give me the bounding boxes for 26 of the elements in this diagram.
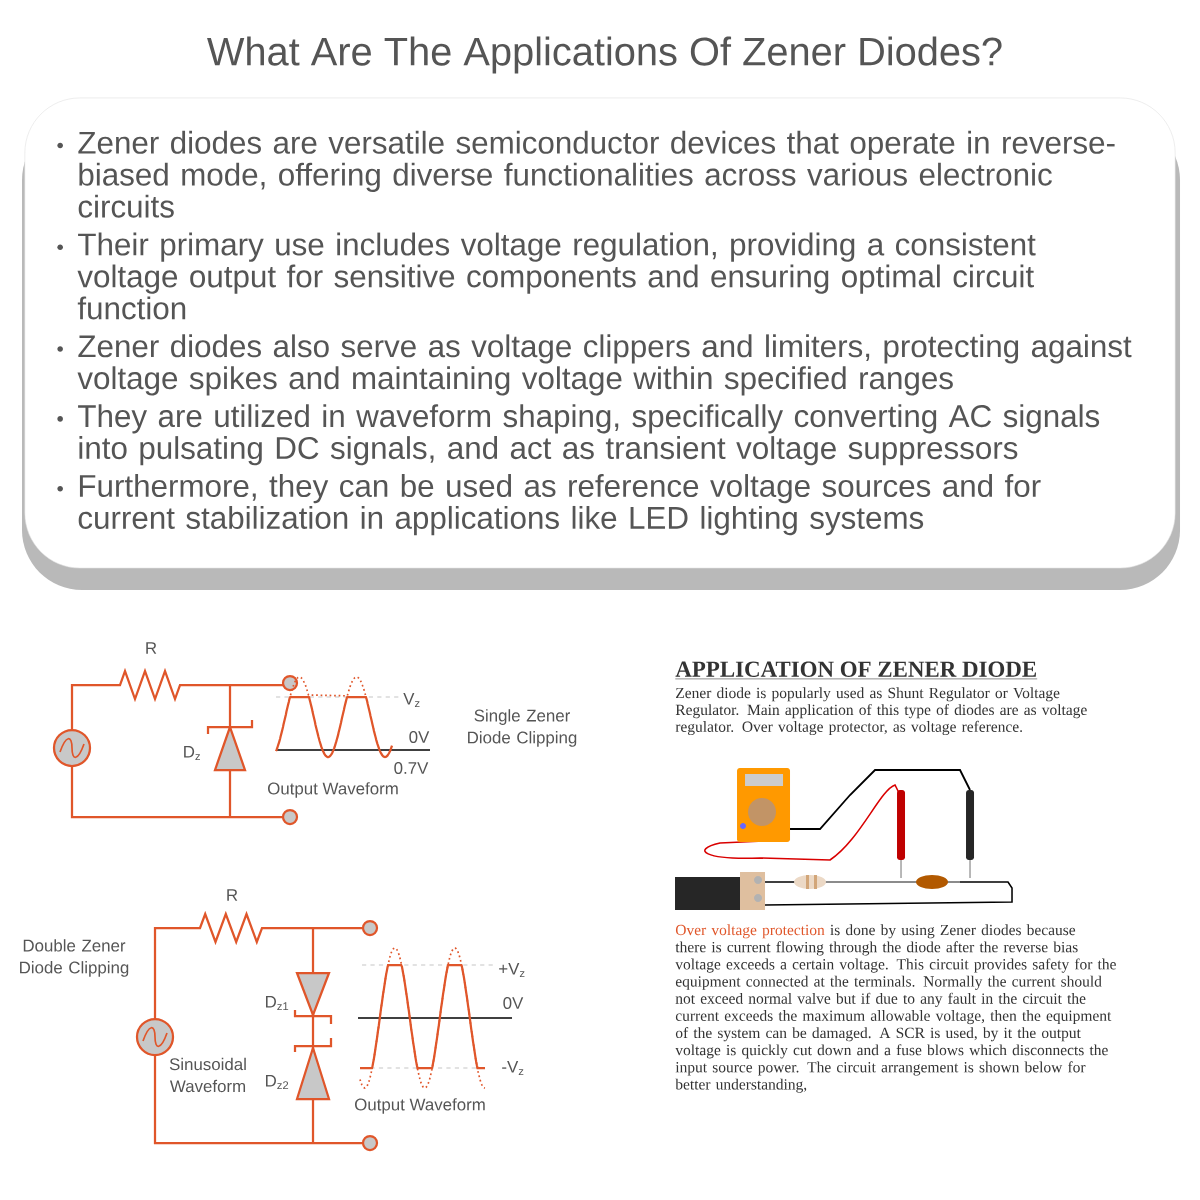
component-label: D$_{z1}$	[266, 995, 289, 1011]
heading: APPLICATION OF ZENER DIODE	[675, 661, 1038, 680]
voltage-label: +V$_{z}$	[499, 962, 525, 978]
voltage-label: V$_{z}$	[403, 692, 420, 708]
circuit-caption: Single Zener Diode Clipping	[468, 709, 577, 747]
waveform-label: Output Waveform	[268, 782, 398, 798]
component-label: R	[146, 642, 157, 654]
circuit-caption: Double Zener Diode Clipping	[20, 939, 129, 977]
body-paragraph: Zener diode is popularly used as Shunt Regulator or Voltage Regulator. Main application of this type of diodes are as voltage regulator. Over voltage protector, as voltage reference.	[675, 687, 1087, 736]
bullet-item: Zener diodes are versatile semiconductor devices that operate in reverse-biased mode, offering diverse functionalities across various electronic circuits	[78, 130, 1115, 218]
waveform-label: Output Waveform	[355, 1098, 485, 1114]
voltage-label: -V$_{z}$	[502, 1060, 524, 1076]
bullet-item: Zener diodes also serve as voltage clippers and limiters, protecting against voltage spikes and maintaining voltage within specified ranges	[77, 334, 1132, 396]
bullet-item: They are utilized in waveform shaping, specifically converting AC signals into pulsating DC signals, and act as transient voltage suppressors	[78, 404, 1100, 466]
component-label: D$_{z}$	[184, 745, 200, 761]
waveform-label: Sinusoidal Waveform	[169, 1057, 246, 1093]
component-label: R	[227, 889, 238, 901]
bullet-card	[22, 97, 1180, 590]
voltage-label: 0V	[409, 731, 430, 743]
title: What Are The Applications Of Zener Diodes?	[207, 36, 1002, 74]
component-label: D$_{z2}$	[266, 1074, 289, 1090]
bullet-item: Their primary use includes voltage regulation, providing a consistent voltage output for sensitive components and ensuring optimal circuit function	[77, 232, 1036, 320]
bullet-item: Furthermore, they can be used as reference voltage sources and for current stabilization in applications like LED lighting systems	[78, 474, 1041, 536]
voltage-label: 0V	[503, 997, 524, 1009]
body-paragraph: Over voltage protection is done by using Zener diodes because there is current flowing through the diode after the reverse bias voltage exceeds a certain voltage. This circuit provides safety for the equipment connected at the terminals. Normally the current should not exceed normal valve but if due to any fault in the circuit the current exceeds the maximum allowable voltage, then the equipment of the system can be damaged. A SCR is used, by it the output voltage is quickly cut down and a fuse blows which disconnects the input source power. The circuit arrangement is shown below for better understanding,	[675, 924, 1116, 1093]
voltage-label: 0.7V	[394, 762, 429, 774]
